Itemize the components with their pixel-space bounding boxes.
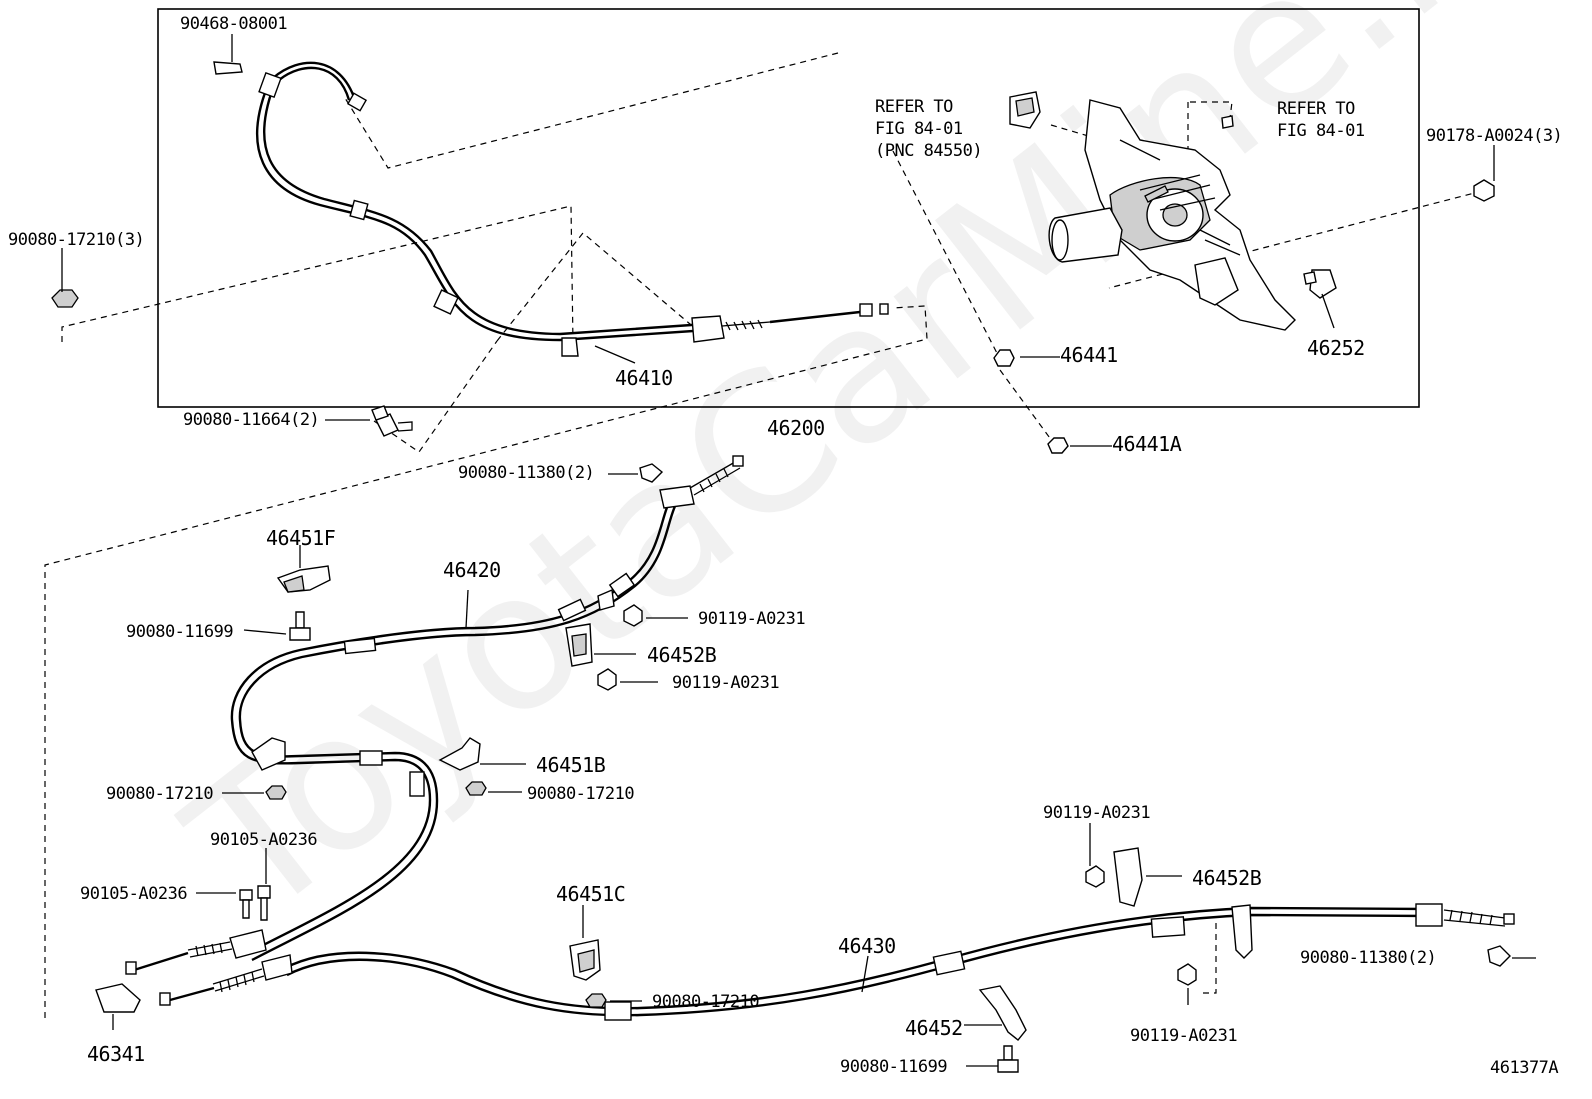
label-46252: 46252 [1307,336,1365,360]
refer-left-line1: REFER TO [875,97,953,117]
cable-46410 [213,61,889,357]
label-46452B-right: 46452B [1192,866,1262,890]
refer-right-line2: FIG 84-01 [1277,121,1365,141]
label-90178-A0024-3: 90178-A0024(3) [1426,126,1563,146]
label-90119-A0231-c: 90119-A0231 [1043,803,1151,823]
label-90080-17210-3: 90080-17210(3) [8,230,145,250]
label-90080-17210-bottom: 90080-17210 [652,992,760,1012]
label-90080-11699-left: 90080-11699 [126,622,234,642]
label-46200: 46200 [767,416,825,440]
label-90080-11380-2-right: 90080-11380(2) [1300,948,1437,968]
label-46452: 46452 [905,1016,963,1040]
label-46452B-mid: 46452B [647,643,717,667]
lever-assembly [1009,91,1337,331]
label-90105-A0236-left: 90105-A0236 [80,884,188,904]
figure-code: 461377A [1490,1058,1559,1078]
label-46420: 46420 [443,558,501,582]
label-90105-A0236-top: 90105-A0236 [210,830,318,850]
label-90119-A0231-d: 90119-A0231 [1130,1026,1238,1046]
label-46451B: 46451B [536,753,606,777]
label-90080-11380-2-top: 90080-11380(2) [458,463,595,483]
label-46410: 46410 [615,366,673,390]
refer-right-line1: REFER TO [1277,99,1355,119]
label-90468-08001: 90468-08001 [180,14,288,34]
label-46451C: 46451C [556,882,626,906]
assembly-46200-box [157,8,1420,408]
refer-note-left: REFER TO FIG 84-01 (PNC 84550) [875,96,983,162]
label-90119-A0231-b: 90119-A0231 [672,673,780,693]
lower-parts [95,463,1511,1073]
label-46451F: 46451F [266,526,336,550]
label-90080-11699-bottom: 90080-11699 [840,1057,948,1077]
label-46441A: 46441A [1112,432,1182,456]
cable-46430 [159,903,1515,1021]
label-90080-17210-mid: 90080-17210 [527,784,635,804]
refer-left-line3: (PNC 84550) [875,141,983,161]
label-90080-11664-2: 90080-11664(2) [183,410,320,430]
label-90119-A0231-a: 90119-A0231 [698,609,806,629]
label-46430: 46430 [838,934,896,958]
cable-46420 [125,455,744,975]
refer-note-right: REFER TO FIG 84-01 [1277,98,1365,142]
label-90080-17210-left: 90080-17210 [106,784,214,804]
leader-lines [61,34,1536,1067]
refer-left-line2: FIG 84-01 [875,119,963,139]
dashed-leaders [44,52,1483,1018]
top-fasteners [51,179,1495,454]
label-46441: 46441 [1060,343,1118,367]
label-46341: 46341 [87,1042,145,1066]
